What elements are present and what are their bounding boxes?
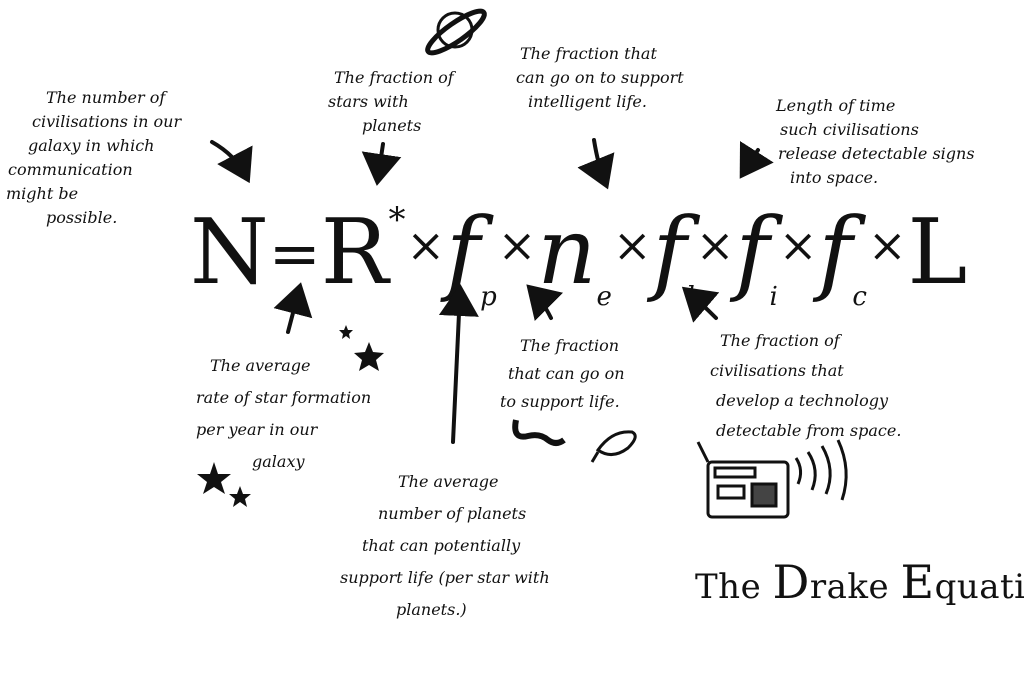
note-line: planets bbox=[362, 116, 422, 135]
times-sign: × bbox=[497, 218, 537, 272]
note-fc: The fraction of civilisations that devel… bbox=[708, 326, 901, 446]
star-icon bbox=[229, 486, 251, 507]
note-line: intelligent life. bbox=[528, 92, 647, 111]
note-line: The number of bbox=[46, 88, 166, 107]
term-n: N bbox=[190, 200, 269, 305]
term-f: f bbox=[652, 198, 687, 305]
note-l: Length of time such civilisations releas… bbox=[776, 94, 975, 190]
arrow-to-fi bbox=[577, 138, 615, 190]
arrow-to-n bbox=[210, 140, 253, 184]
note-line: galaxy in which bbox=[28, 136, 155, 155]
term-f: f bbox=[818, 198, 853, 305]
note-line: Length of time bbox=[776, 96, 896, 115]
note-line: such civilisations bbox=[780, 120, 919, 139]
subscript-e: e bbox=[596, 282, 612, 312]
note-line: develop a technology bbox=[716, 391, 889, 410]
arrow-to-fl bbox=[526, 284, 564, 322]
times-sign: × bbox=[406, 218, 446, 272]
subscript-c: c bbox=[852, 282, 867, 312]
star-icons bbox=[197, 325, 384, 507]
arrow-to-fc bbox=[681, 286, 720, 323]
note-line: possible. bbox=[46, 208, 118, 227]
term-r: R bbox=[320, 200, 389, 305]
term-r-star: * bbox=[388, 200, 406, 240]
star-icon bbox=[339, 325, 353, 339]
note-line: communication bbox=[8, 160, 133, 179]
times-sign: × bbox=[612, 218, 652, 272]
radio-icon bbox=[696, 439, 848, 519]
title-rake: rake bbox=[809, 567, 890, 607]
equals-sign: = bbox=[268, 217, 321, 290]
note-line: to support life. bbox=[500, 392, 620, 411]
note-fl-intelligent: The fraction that can go on to support i… bbox=[516, 42, 684, 114]
note-line: The fraction bbox=[520, 336, 620, 355]
subscript-i: i bbox=[769, 282, 778, 312]
arrow-to-l bbox=[739, 141, 774, 179]
note-line: number of planets bbox=[378, 504, 527, 523]
note-line: civilisations in our bbox=[32, 112, 182, 131]
term-l: L bbox=[907, 200, 968, 305]
note-line: galaxy bbox=[252, 452, 305, 471]
note-line: rate of star formation bbox=[196, 388, 372, 407]
arrow-to-r bbox=[273, 282, 313, 334]
note-fp: The fraction of stars with planets bbox=[328, 66, 454, 138]
note-line: might be bbox=[6, 184, 79, 203]
star-icon bbox=[197, 462, 231, 494]
title-e: E bbox=[900, 555, 935, 609]
note-line: The average bbox=[398, 472, 499, 491]
times-sign: × bbox=[778, 218, 818, 272]
note-line: per year in our bbox=[196, 420, 318, 439]
note-line: The fraction of bbox=[720, 331, 840, 350]
title-d: D bbox=[772, 555, 810, 609]
note-line: stars with bbox=[328, 92, 409, 111]
note-line: that can go on bbox=[508, 364, 625, 383]
note-line: can go on to support bbox=[516, 68, 684, 87]
note-line: into space. bbox=[790, 168, 879, 187]
note-fl: The fraction that can go on to support l… bbox=[500, 332, 625, 416]
note-line: The fraction that bbox=[520, 44, 657, 63]
subscript-p: p bbox=[480, 282, 497, 312]
diagram-title: The Drake Equation. bbox=[695, 555, 1024, 609]
note-line: detectable from space. bbox=[716, 421, 902, 440]
worm-icon bbox=[512, 419, 566, 446]
times-sign: × bbox=[695, 218, 735, 272]
microbe-icons bbox=[512, 419, 637, 463]
note-line: The average bbox=[210, 356, 311, 375]
times-sign: × bbox=[867, 218, 907, 272]
planet-icon bbox=[425, 8, 487, 56]
note-line: The fraction of bbox=[334, 68, 454, 87]
title-quation: quation. bbox=[934, 567, 1024, 607]
note-line: support life (per star with bbox=[340, 568, 550, 587]
title-the: The bbox=[695, 567, 762, 607]
arrow-to-fp bbox=[361, 142, 402, 186]
star-icon bbox=[354, 342, 384, 371]
note-ne: The average number of planets that can p… bbox=[340, 466, 550, 626]
note-line: civilisations that bbox=[710, 361, 844, 380]
note-r: The average rate of star formation per y… bbox=[196, 350, 371, 478]
drake-equation: N=R*×fp×ne×fl×fi×fc×L bbox=[190, 165, 967, 352]
note-line: that can potentially bbox=[362, 536, 521, 555]
microbe-icon bbox=[595, 430, 637, 456]
arrow-to-ne bbox=[438, 284, 479, 444]
term-f: f bbox=[735, 198, 770, 305]
note-line: release detectable signs bbox=[778, 144, 975, 163]
note-line: planets.) bbox=[396, 600, 467, 619]
note-n: The number of civilisations in our galax… bbox=[6, 86, 181, 230]
